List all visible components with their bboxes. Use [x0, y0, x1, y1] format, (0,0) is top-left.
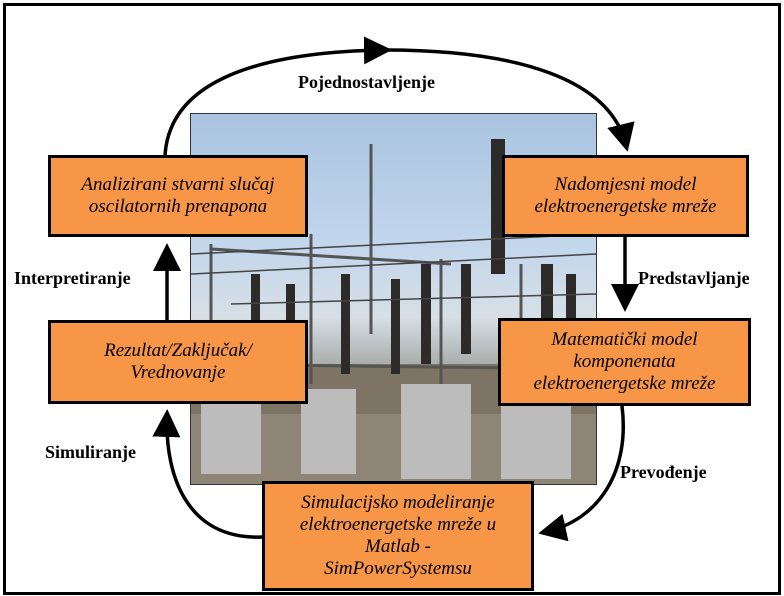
arrow-simulation — [152, 409, 263, 539]
analyzed-case-box: Analizirani stvarni slučaj oscilatornih … — [48, 155, 308, 237]
simulation-model-line1: Simulacijsko modeliranje — [301, 492, 495, 513]
result-line2: Vrednovanje — [130, 362, 226, 383]
simulation-model-box: Simulacijsko modeliranje elektroenergets… — [262, 481, 534, 591]
arrow-simplification-tail — [384, 48, 635, 152]
result-box: Rezultat/Zaključak/ Vrednovanje — [48, 320, 308, 404]
math-model-line2: komponenata — [573, 351, 676, 372]
simulation-model-line4: SimPowerSystemsu — [324, 558, 472, 579]
label-simulation: Simuliranje — [45, 442, 137, 462]
simulation-model-line3: Matlab - — [365, 536, 431, 557]
result-line1: Rezultat/Zaključak/ — [104, 340, 252, 361]
label-simplification: Pojednostavljenje — [298, 72, 435, 92]
label-translation: Prevođenje — [620, 462, 707, 482]
math-model-line1: Matematički model — [551, 329, 698, 350]
label-interpretation: Interpretiranje — [14, 268, 131, 288]
analyzed-case-line1: Analizirani stvarni slučaj — [81, 174, 275, 195]
arrow-simplification — [163, 36, 392, 156]
simulation-model-line2: elektroenergetske mreže u — [299, 514, 497, 535]
equivalent-model-line1: Nadomjesni model — [554, 174, 697, 195]
label-representation: Predstavljanje — [638, 268, 750, 288]
arrow-translation — [538, 405, 625, 542]
equivalent-model-line2: elektroenergetske mreže — [534, 196, 717, 217]
math-model-box: Matematički model komponenata elektroene… — [498, 318, 751, 406]
math-model-line3: elektroenergetske mreže — [533, 373, 716, 394]
analyzed-case-line2: oscilatornih prenapona — [88, 196, 268, 217]
equivalent-model-box: Nadomjesni model elektroenergetske mreže — [502, 155, 749, 237]
